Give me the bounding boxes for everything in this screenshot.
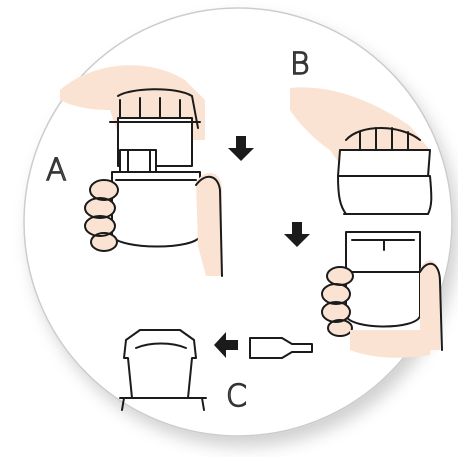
step-c-label: C: [226, 379, 247, 414]
step-a-illustration: [60, 65, 254, 277]
step-a-label: A: [46, 153, 67, 188]
step-b-label: B: [290, 47, 310, 82]
step-b-illustration: [284, 87, 443, 358]
lens-cap-icon: [249, 337, 313, 359]
bottom-hand-icon: [420, 260, 440, 350]
arrow-down-icon: [284, 222, 310, 247]
step-c-illustration: [119, 329, 313, 411]
arrow-down-icon: [228, 136, 254, 161]
bottom-hand-icon: [196, 172, 222, 276]
arrow-left-icon: [214, 332, 238, 358]
lens-hood-icon: [123, 329, 197, 399]
lens-hood-icon: [337, 149, 431, 177]
